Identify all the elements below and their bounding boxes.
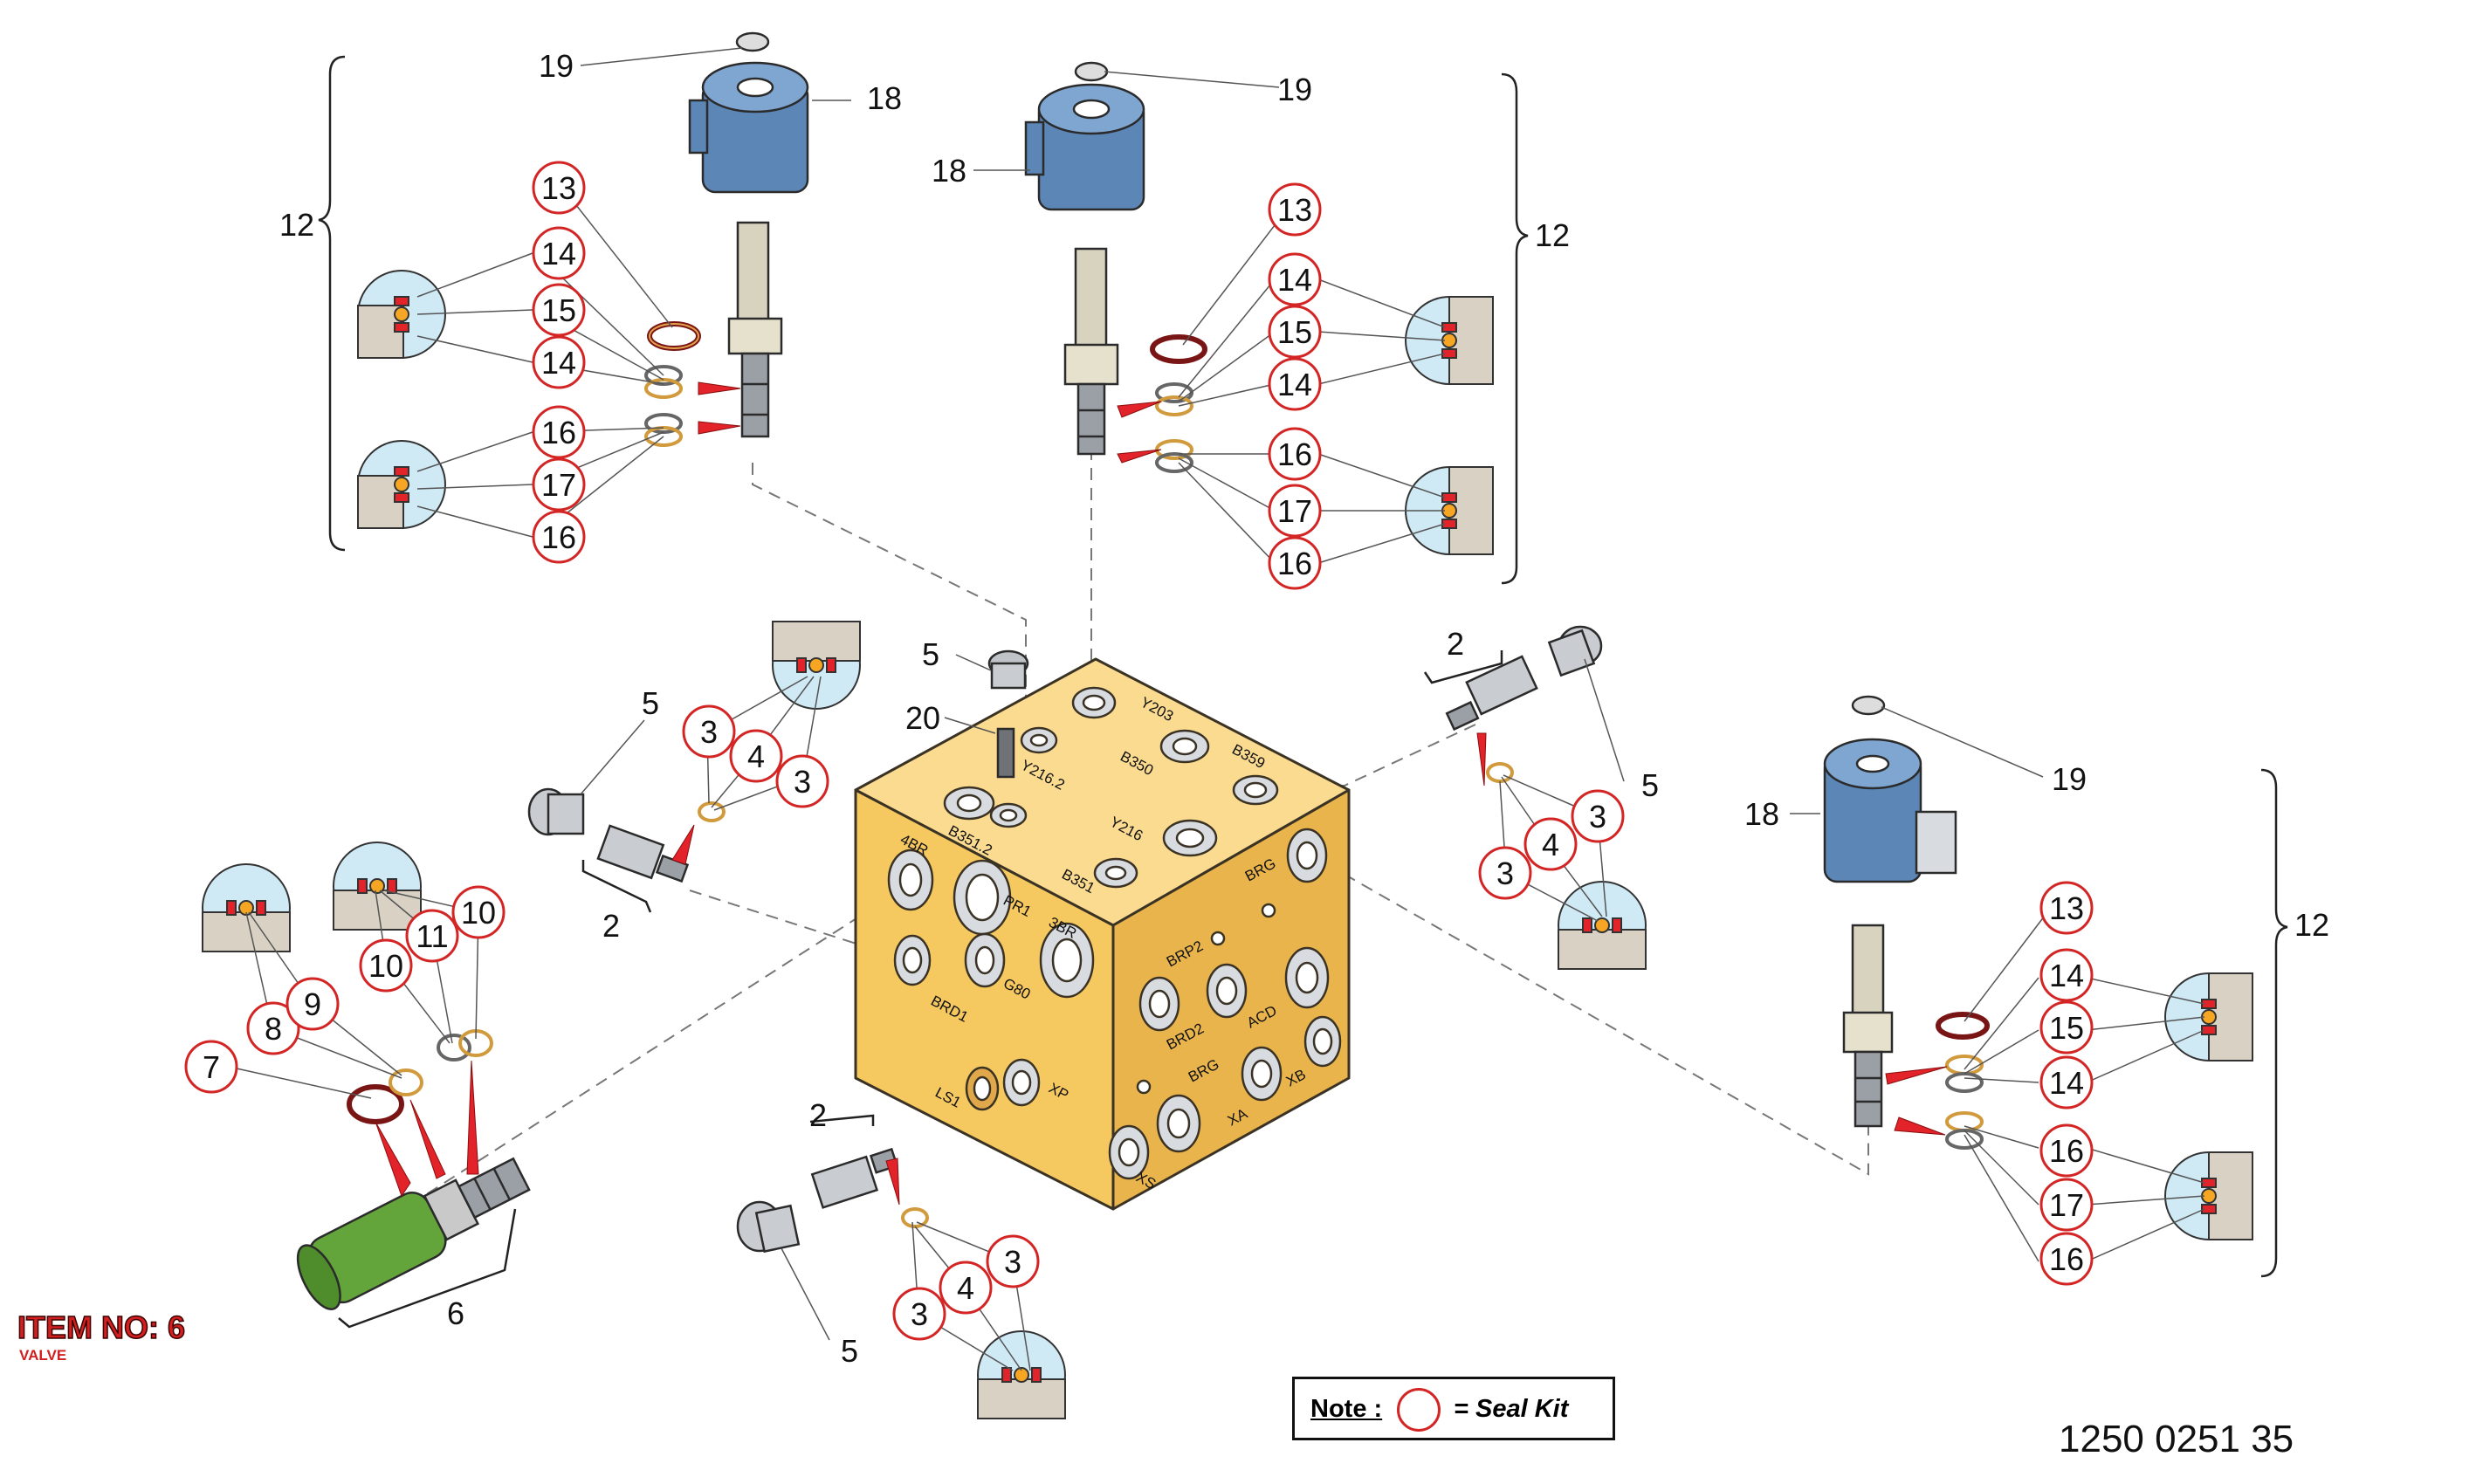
callout: 12	[1535, 217, 1570, 253]
note-label: Note :	[1310, 1395, 1383, 1423]
callout: 12	[2294, 907, 2329, 943]
seal-inset	[333, 842, 422, 931]
callout: 5	[922, 636, 939, 672]
callout: 18	[932, 153, 966, 189]
callout: 14	[2049, 958, 2084, 993]
callout: 14	[1277, 262, 1312, 298]
seal-inset	[202, 863, 291, 952]
callout: 19	[539, 48, 574, 84]
callout: 17	[2049, 1187, 2084, 1223]
seal-inset	[2164, 972, 2253, 1061]
callout: 13	[2049, 890, 2084, 926]
seal-inset	[357, 270, 446, 359]
callout: 4	[1542, 827, 1559, 862]
callout: 14	[541, 345, 576, 381]
callout: 16	[1277, 436, 1312, 472]
callout: 19	[1277, 72, 1312, 107]
note-text: = Seal Kit	[1454, 1395, 1569, 1423]
callout: 3	[1004, 1244, 1021, 1280]
seal-inset	[357, 440, 446, 529]
plugs-and-cartridges	[527, 625, 1603, 1254]
callout: 3	[794, 764, 811, 800]
callout: 15	[2049, 1010, 2084, 1046]
callout: 14	[1277, 367, 1312, 402]
seal-insets	[202, 270, 2253, 1419]
callout: 12	[279, 207, 314, 243]
callout: 3	[1589, 799, 1606, 835]
seal-kit-circle-icon	[1397, 1388, 1441, 1432]
callout: 2	[1447, 626, 1464, 662]
seal-pointers	[375, 381, 1948, 1206]
callout: 13	[1277, 192, 1312, 228]
seal-inset	[1405, 296, 1494, 385]
solenoid-valve-right	[1823, 695, 1957, 1128]
callout: 16	[541, 415, 576, 450]
callout: 17	[1277, 493, 1312, 529]
callout: 4	[957, 1270, 974, 1306]
callout: 9	[304, 986, 321, 1022]
seal-kit-note: Note : = Seal Kit	[1292, 1377, 1615, 1440]
callout: 11	[416, 918, 448, 954]
document-number: 1250 0251 35	[2059, 1418, 2294, 1460]
callout: 18	[867, 80, 902, 116]
callout: 10	[461, 895, 496, 931]
callout: 7	[203, 1049, 220, 1085]
seal-inset	[772, 621, 861, 710]
seal-kit-callouts	[184, 161, 2094, 1341]
callout: 3	[700, 714, 718, 750]
coil-nut	[735, 31, 770, 52]
callout: 5	[841, 1333, 858, 1369]
leader-lines	[228, 47, 2205, 1371]
callout: 15	[1277, 314, 1312, 350]
callout: 19	[2052, 761, 2087, 797]
callout-numbers: 12 12 12 19 19 19 18 18 18 13 14 15 14 1…	[203, 48, 2329, 1369]
solenoid-valve-left	[688, 31, 809, 438]
green-pressure-valve	[296, 1157, 531, 1310]
callout: 5	[642, 685, 659, 721]
manifold-block	[854, 657, 1351, 1211]
solenoid-valve-middle	[1024, 61, 1145, 456]
callout: 18	[1744, 796, 1779, 832]
callout: 14	[541, 236, 576, 271]
callout: 3	[911, 1296, 928, 1332]
brackets	[318, 55, 2288, 1329]
callout: 2	[602, 908, 620, 944]
callout: 8	[265, 1011, 282, 1047]
seal-inset	[1558, 881, 1647, 970]
item-description: VALVE	[19, 1347, 67, 1364]
item-number-title: ITEM NO: 6	[17, 1309, 186, 1346]
callout: 20	[905, 700, 940, 736]
callout: 16	[541, 519, 576, 555]
callout: 6	[447, 1295, 464, 1331]
callout: 4	[747, 739, 765, 774]
callout: 13	[541, 170, 576, 206]
callout: 10	[368, 948, 403, 984]
callout: 3	[1496, 855, 1514, 891]
seal-inset	[2164, 1151, 2253, 1240]
callout: 14	[2049, 1065, 2084, 1101]
block-ports	[887, 686, 1342, 1180]
callout: 16	[2049, 1133, 2084, 1169]
callout: 15	[541, 292, 576, 328]
callout: 5	[1641, 767, 1659, 803]
seal-inset	[977, 1330, 1066, 1419]
callout: 17	[541, 467, 576, 503]
callout: 2	[809, 1097, 827, 1133]
callout: 16	[1277, 546, 1312, 581]
callout: 16	[2049, 1241, 2084, 1277]
